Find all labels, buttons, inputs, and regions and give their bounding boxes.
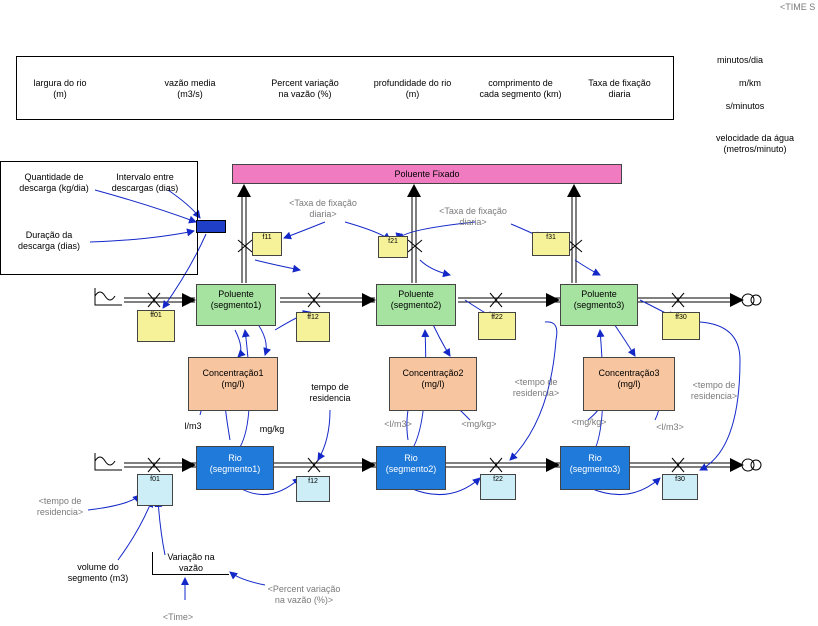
flow-f01[interactable]: f01 xyxy=(137,474,173,506)
discharge-pulse-graph-icon[interactable] xyxy=(196,220,226,233)
param-profundidade[interactable]: profundidade do rio (m) xyxy=(373,78,452,99)
const-velocidade[interactable]: velocidade da água (metros/minuto) xyxy=(715,133,795,154)
discharge-duracao[interactable]: Duração da descarga (dias) xyxy=(17,230,81,251)
label-l-m3-c: <l/m3> xyxy=(656,422,684,432)
flow-ff01[interactable]: ff01 xyxy=(137,310,175,342)
flow-ff12[interactable]: ff12 xyxy=(296,312,330,342)
graph-variacao-vazao[interactable]: Variação na vazão xyxy=(152,552,229,575)
flow-f31[interactable]: f31 xyxy=(532,232,570,256)
flow-ff30[interactable]: ff30 xyxy=(662,312,700,340)
label-l-m3[interactable]: l/m3 xyxy=(184,421,202,431)
stock-poluente-fixado[interactable]: Poluente Fixado xyxy=(232,164,622,184)
const-m-km[interactable]: m/km xyxy=(739,78,761,88)
flow-f22[interactable]: f22 xyxy=(480,474,516,500)
const-minutos-dia[interactable]: minutos/dia xyxy=(716,55,764,65)
discharge-intervalo[interactable]: Intervalo entre descargas (dias) xyxy=(111,172,179,193)
param-largura[interactable]: largura do rio (m) xyxy=(33,78,87,99)
stock-rio-segmento2[interactable]: Rio (segmento2) xyxy=(376,446,446,490)
param-taxa[interactable]: Taxa de fixação diaria xyxy=(588,78,651,99)
label-tempo-residencia-4: <tempo de residencia> xyxy=(36,496,84,517)
discharge-quantidade[interactable]: Quantidade de descarga (kg/dia) xyxy=(19,172,89,193)
label-tempo-residencia[interactable]: tempo de residencia xyxy=(309,382,351,403)
label-volume-segmento[interactable]: volume do segmento (m3) xyxy=(67,562,129,583)
stock-rio-segmento1[interactable]: Rio (segmento1) xyxy=(196,446,274,490)
label-percent-variacao: <Percent variação na vazão (%)> xyxy=(267,584,341,605)
label-tempo-residencia-2: <tempo de residencia> xyxy=(512,377,560,398)
label-mg-kg-c: <mg/kg> xyxy=(571,417,607,427)
aux-concentracao2[interactable]: Concentração2 (mg/l) xyxy=(389,357,477,411)
stock-poluente-segmento1[interactable]: Poluente (segmento1) xyxy=(196,284,276,326)
aux-concentracao3[interactable]: Concentração3 (mg/l) xyxy=(583,357,675,411)
label-mg-kg-b: <mg/kg> xyxy=(461,419,497,429)
param-comprimento[interactable]: comprimento de cada segmento (km) xyxy=(479,78,562,99)
stock-poluente-segmento3[interactable]: Poluente (segmento3) xyxy=(560,284,638,326)
flow-f11[interactable]: f11 xyxy=(252,232,282,256)
param-vazao[interactable]: vazão media (m3/s) xyxy=(164,78,216,99)
stock-poluente-segmento2[interactable]: Poluente (segmento2) xyxy=(376,284,456,326)
aux-concentracao1[interactable]: Concentração1 (mg/l) xyxy=(188,357,278,411)
label-time: <Time> xyxy=(162,612,194,622)
flow-f21[interactable]: f21 xyxy=(378,236,408,258)
label-l-m3-b: <l/m3> xyxy=(384,419,412,429)
label-taxa-2: <Taxa de fixação diaria> xyxy=(439,206,507,227)
param-percent[interactable]: Percent variação na vazão (%) xyxy=(271,78,339,99)
flow-ff22[interactable]: ff22 xyxy=(478,312,516,340)
flow-f30[interactable]: f30 xyxy=(662,474,698,500)
label-taxa-1: <Taxa de fixação diaria> xyxy=(289,198,357,219)
flow-f12[interactable]: f12 xyxy=(296,476,330,502)
time-label: <TIME S xyxy=(780,2,816,12)
const-s-minutos[interactable]: s/minutos xyxy=(725,101,765,111)
label-tempo-residencia-3: <tempo de residencia> xyxy=(690,380,738,401)
discharge-panel xyxy=(0,161,198,275)
label-mg-kg[interactable]: mg/kg xyxy=(259,424,285,434)
stock-rio-segmento3[interactable]: Rio (segmento3) xyxy=(560,446,630,490)
parameter-panel xyxy=(16,56,674,120)
